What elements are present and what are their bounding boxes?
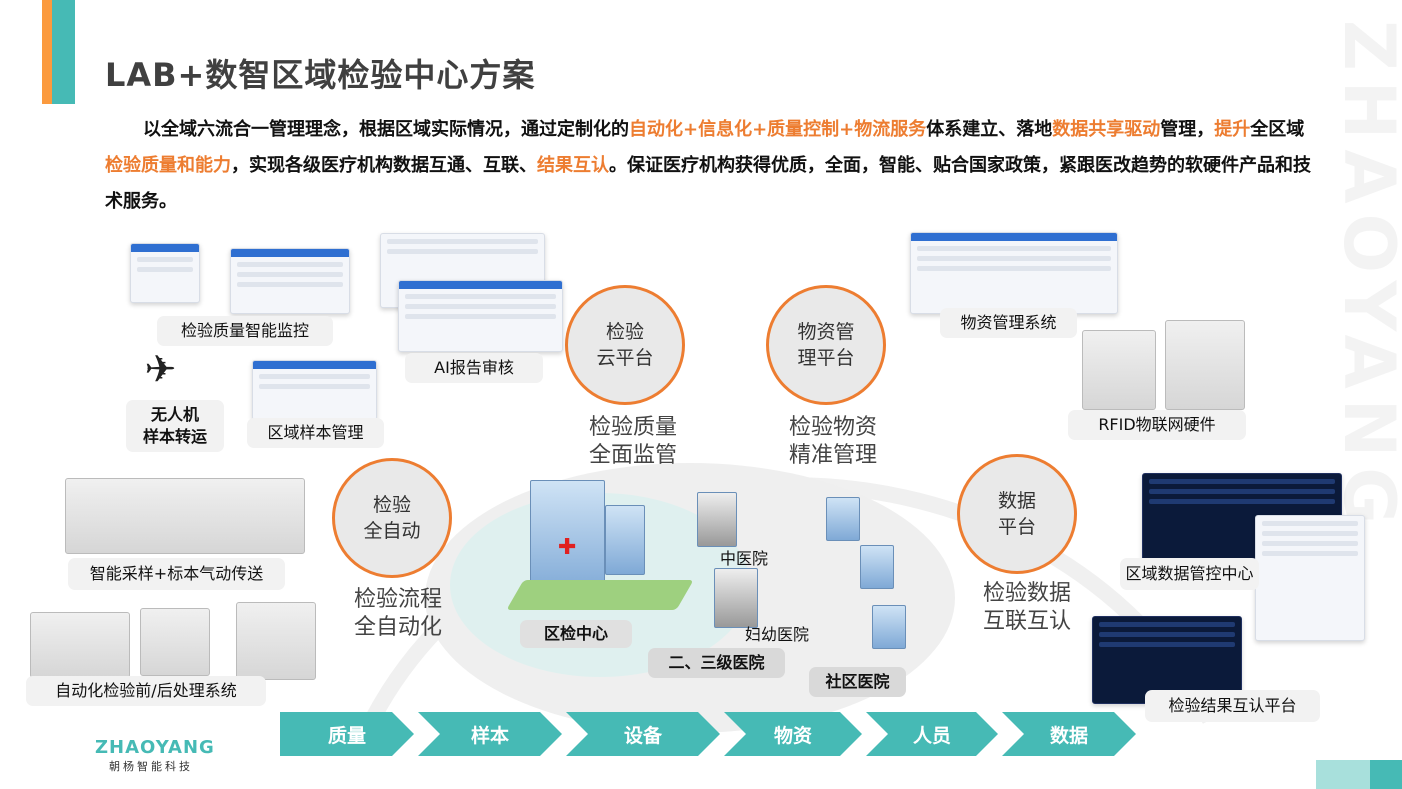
rfid-cabinet-image — [1165, 320, 1245, 410]
community-clinic-building — [872, 605, 906, 649]
platform-data-caption: 检验数据 互联互认 — [982, 581, 1071, 634]
highlight: 自动化+信息化+质量控制+物流服务 — [629, 119, 927, 140]
flow-step-material: 物资 — [724, 712, 862, 756]
sample-mgmt-image — [252, 360, 377, 420]
data-center-mobile-image — [1255, 515, 1365, 641]
flow-step-quality: 质量 — [280, 712, 414, 756]
label-result-platform: 检验结果互认平台 — [1145, 690, 1320, 722]
text: 全区域 — [1250, 119, 1305, 140]
tcm-hospital-building — [697, 492, 737, 547]
label-sample-mgmt: 区域样本管理 — [247, 418, 384, 448]
label-center-hospital: 区检中心 — [520, 620, 632, 648]
highlight: 数据共享驱动 — [1052, 119, 1161, 140]
ai-review-image — [398, 280, 563, 352]
label-quality-monitor: 检验质量智能监控 — [157, 316, 333, 346]
center-hospital-ground — [506, 580, 694, 610]
highlight: 提升 — [1214, 119, 1251, 140]
label-community-hospital: 社区医院 — [809, 667, 906, 697]
red-cross-icon: ✚ — [558, 535, 577, 560]
accent-bar-orange — [42, 0, 52, 104]
highlight: 检验质量和能力 — [105, 155, 231, 176]
text: ，实现各级医疗机构数据互通、互联、 — [231, 155, 537, 176]
automation-machine-image — [140, 608, 210, 676]
result-platform-image — [1092, 616, 1242, 704]
community-clinic-building — [826, 497, 860, 541]
drone-icon: ✈ — [144, 347, 177, 391]
flow-step-personnel: 人员 — [866, 712, 998, 756]
slide-title: LAB+数智区域检验中心方案 — [105, 56, 536, 94]
quality-monitor-image — [130, 243, 200, 303]
flow-step-equipment: 设备 — [566, 712, 720, 756]
automation-machine-image — [236, 602, 316, 680]
intro-paragraph: 以全域六流合一管理理念，根据区域实际情况，通过定制化的自动化+信息化+质量控制+… — [105, 112, 1315, 220]
center-hospital-building — [530, 480, 605, 595]
flow-step-sample: 样本 — [418, 712, 562, 756]
company-logo: ZHAOYANG 朝杨智能科技 — [95, 737, 215, 774]
label-sampling: 智能采样+标本气动传送 — [68, 558, 285, 590]
platform-cloud-caption: 检验质量 全面监管 — [588, 415, 677, 468]
label-drone: 无人机 样本转运 — [126, 400, 224, 452]
accent-bar-teal — [52, 0, 75, 104]
platform-automation-circle: 检验 全自动 — [332, 458, 452, 578]
material-system-image — [910, 232, 1118, 314]
platform-automation-caption: 检验流程 全自动化 — [353, 587, 442, 640]
quality-monitor-image — [230, 248, 350, 314]
flow-step-data: 数据 — [1002, 712, 1136, 756]
center-hospital-wing — [605, 505, 645, 575]
label-maternal-hospital: 妇幼医院 — [745, 625, 810, 644]
logo-subtitle: 朝杨智能科技 — [109, 760, 193, 773]
logo-wordmark: ZHAOYANG — [95, 737, 215, 758]
platform-data-circle: 数据 平台 — [957, 454, 1077, 574]
label-ai-review: AI报告审核 — [405, 353, 543, 383]
text: 管理， — [1160, 119, 1215, 140]
sampling-machine-image — [65, 478, 305, 554]
label-automation: 自动化检验前/后处理系统 — [26, 676, 266, 706]
corner-block-teal — [1370, 760, 1402, 789]
label-rfid: RFID物联网硬件 — [1068, 410, 1246, 440]
label-tcm-hospital: 中医院 — [720, 549, 769, 568]
community-clinic-building — [860, 545, 894, 589]
platform-cloud-circle: 检验 云平台 — [565, 285, 685, 405]
text: 以全域六流合一管理理念，根据区域实际情况，通过定制化的 — [143, 119, 629, 140]
highlight: 结果互认 — [537, 155, 609, 176]
label-data-center: 区域数据管控中心 — [1120, 558, 1259, 590]
automation-machine-image — [30, 612, 130, 678]
text: 。保证医疗机构获得优质，全面，智能、贴合国家政策，紧跟医改趋势的软硬件产品和技术… — [105, 155, 1311, 212]
watermark: ZHAOYANG — [1328, 20, 1402, 535]
corner-block-light — [1316, 760, 1370, 789]
rfid-cabinet-image — [1082, 330, 1156, 410]
label-material-system: 物资管理系统 — [940, 308, 1077, 338]
maternal-hospital-building — [714, 568, 758, 628]
label-tier23-hospital: 二、三级医院 — [648, 648, 785, 678]
platform-material-circle: 物资管 理平台 — [766, 285, 886, 405]
platform-material-caption: 检验物资 精准管理 — [788, 415, 877, 468]
text: 体系建立、落地 — [926, 119, 1053, 140]
